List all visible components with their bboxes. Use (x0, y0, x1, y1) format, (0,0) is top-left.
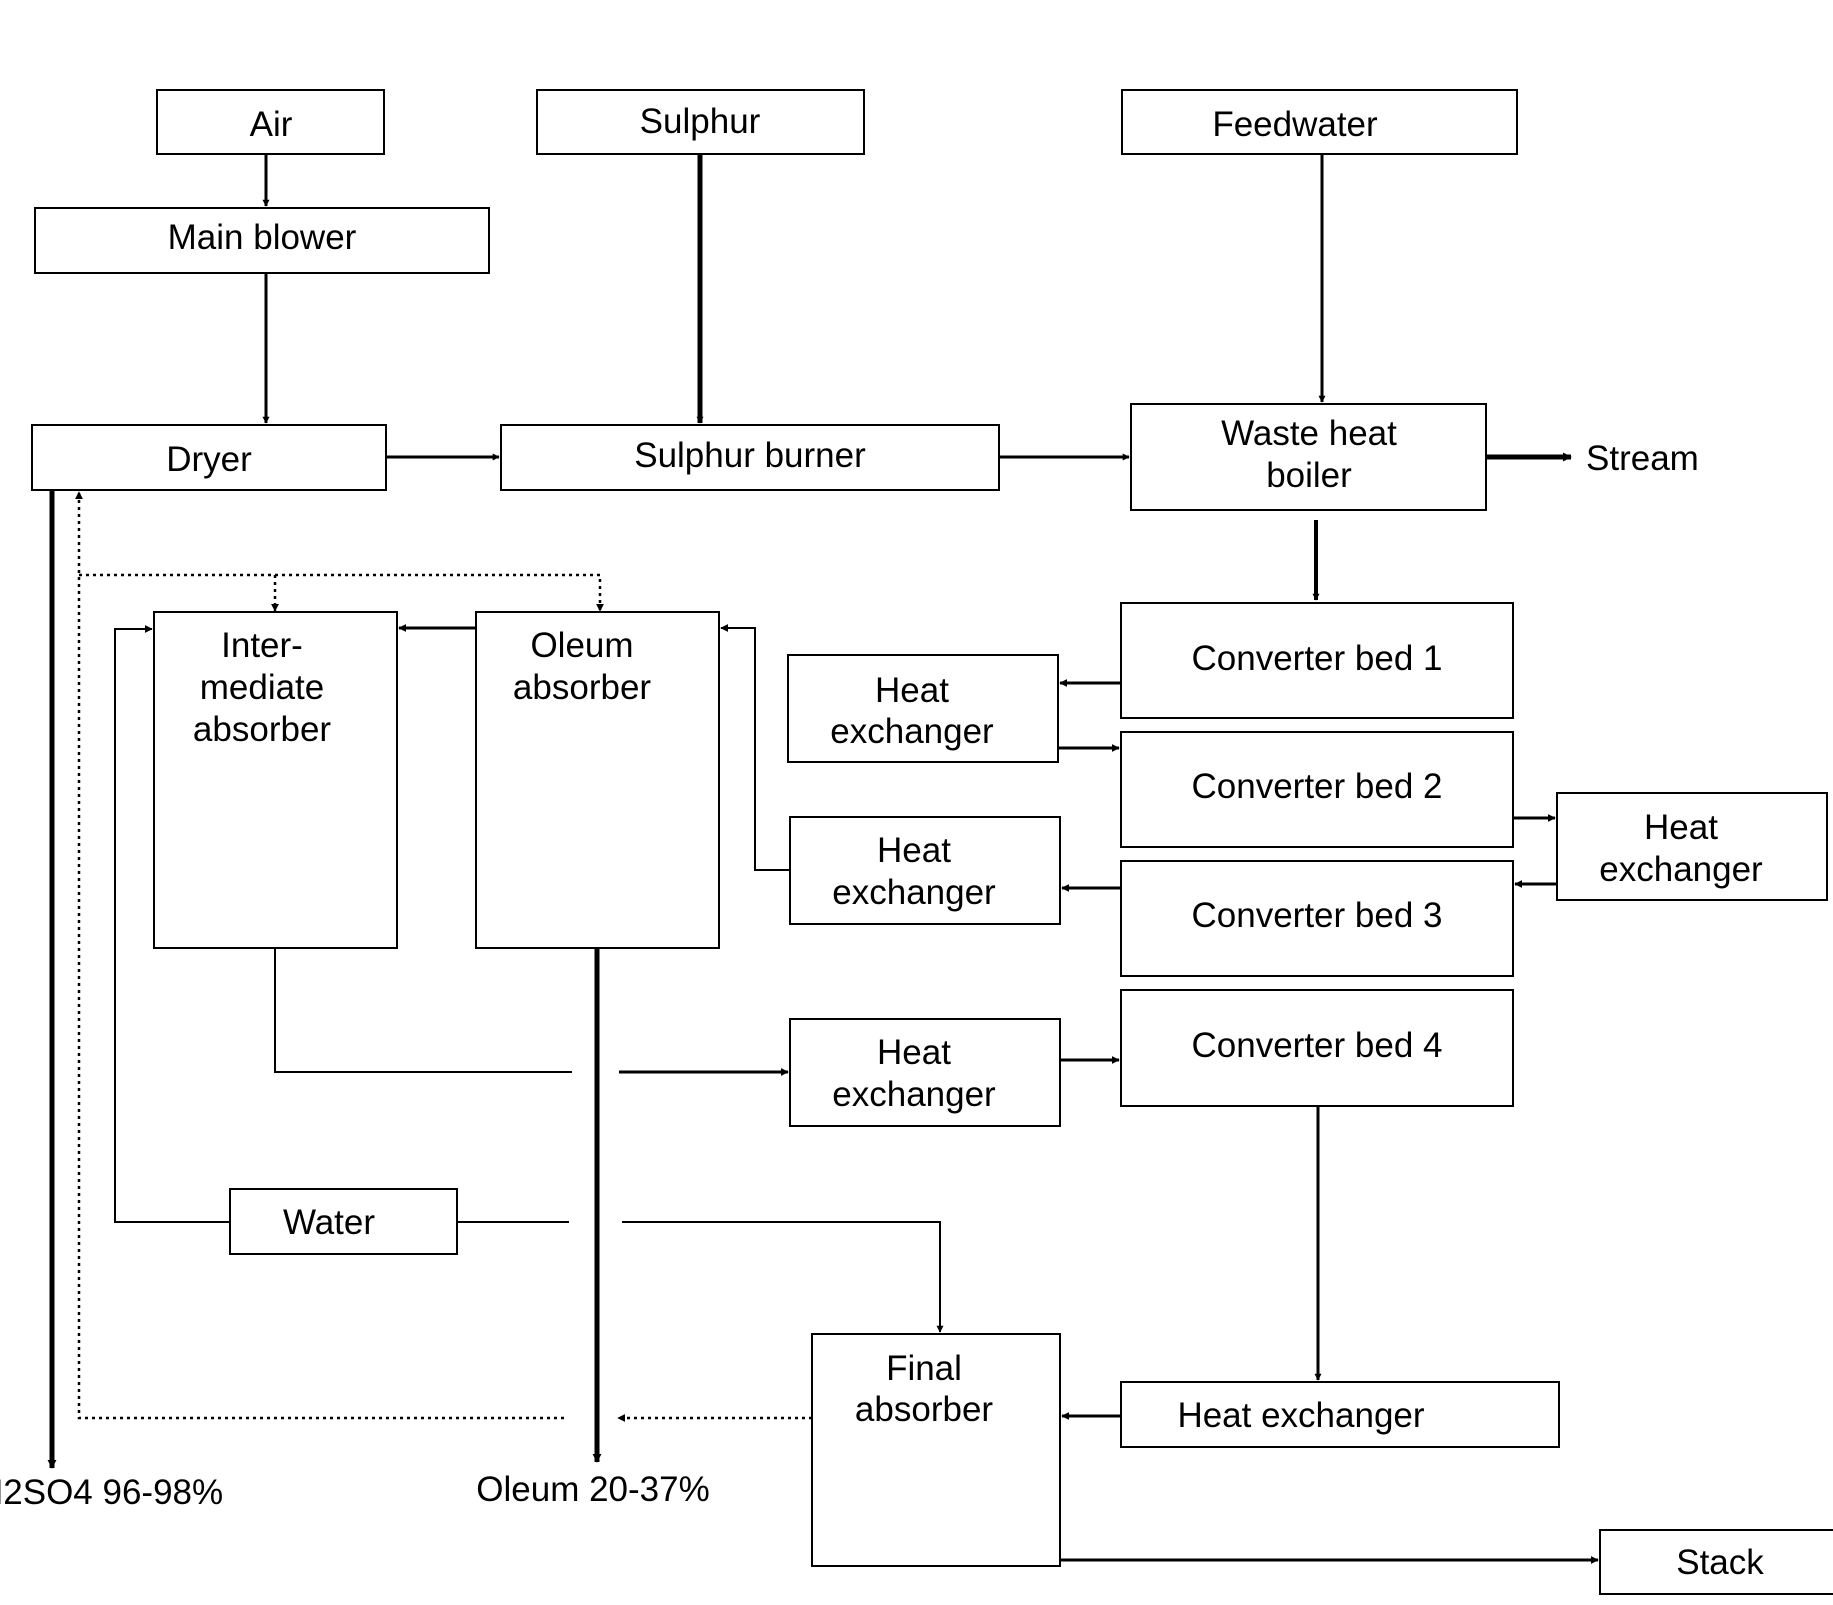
heat-exchanger-4-box (789, 1018, 1061, 1127)
water-to-intermediate-arrow (114, 625, 230, 1223)
stack-box (1599, 1529, 1833, 1595)
converter-bed-4-label: Converter bed 4 (1192, 1026, 1443, 1065)
water-to-final-absorber-arrow (622, 1221, 944, 1333)
main-blower-box (34, 207, 490, 274)
sulphur-label: Sulphur (640, 102, 761, 141)
heat-exchanger-2-label-line2: exchanger (832, 873, 996, 912)
converter-bed-2-box (1120, 731, 1514, 848)
oleum-product-label: Oleum 20-37% (476, 1470, 709, 1509)
converter-bed-3-label: Converter bed 3 (1192, 896, 1443, 935)
air-box (156, 89, 385, 155)
heat-exchanger-1-label-line1: Heat (875, 671, 949, 710)
converter-bed-2-label: Converter bed 2 (1192, 767, 1443, 806)
intermediate-absorber-label-line3: absorber (193, 710, 331, 749)
intermediate-outlet-line (274, 948, 572, 1073)
intermediate-absorber-label-line2: mediate (200, 668, 325, 707)
heat-exchanger-3-label-line2: exchanger (1599, 850, 1763, 889)
feedwater-box (1121, 89, 1518, 155)
heat-exchanger-1-label-line2: exchanger (830, 712, 994, 751)
oleum-absorber-label-line2: absorber (513, 668, 651, 707)
converter-bed-3-box (1120, 860, 1514, 977)
heat-exchanger-1-box (787, 654, 1059, 763)
stream-label: Stream (1586, 439, 1699, 478)
acid-return-dotted-line (75, 491, 564, 1420)
oleum-absorber-label-line1: Oleum (530, 626, 633, 665)
final-absorber-label-line2: absorber (855, 1390, 993, 1429)
dryer-label: Dryer (166, 440, 252, 479)
final-absorber-box (811, 1333, 1061, 1567)
main-blower-label: Main blower (168, 218, 357, 257)
sulphur-burner-label: Sulphur burner (634, 436, 866, 475)
converter-bed-1-box (1120, 602, 1514, 719)
final-absorber-label-line1: Final (886, 1349, 962, 1388)
heat-exchanger-2-label-line1: Heat (877, 831, 951, 870)
hx2-to-oleum-absorber-arrow (720, 624, 790, 871)
converter-bed-1-label: Converter bed 1 (1192, 639, 1443, 678)
heat-exchanger-4-label-line2: exchanger (832, 1075, 996, 1114)
water-label: Water (283, 1203, 375, 1242)
heat-exchanger-3-label-line1: Heat (1644, 808, 1718, 847)
air-label: Air (250, 105, 293, 144)
waste-heat-boiler-label-line2: boiler (1266, 456, 1352, 495)
heat-exchanger-5-label: Heat exchanger (1177, 1396, 1424, 1435)
waste-heat-boiler-label-line1: Waste heat (1221, 414, 1397, 453)
heat-exchanger-3-box (1556, 792, 1828, 901)
stack-label: Stack (1676, 1543, 1764, 1582)
heat-exchanger-4-label-line1: Heat (877, 1033, 951, 1072)
feedwater-label: Feedwater (1212, 105, 1378, 144)
h2so4-product-label: H2SO4 96-98% (0, 1473, 223, 1512)
acid-distribution-dotted-line (79, 573, 604, 612)
intermediate-absorber-label-line1: Inter- (221, 626, 303, 665)
